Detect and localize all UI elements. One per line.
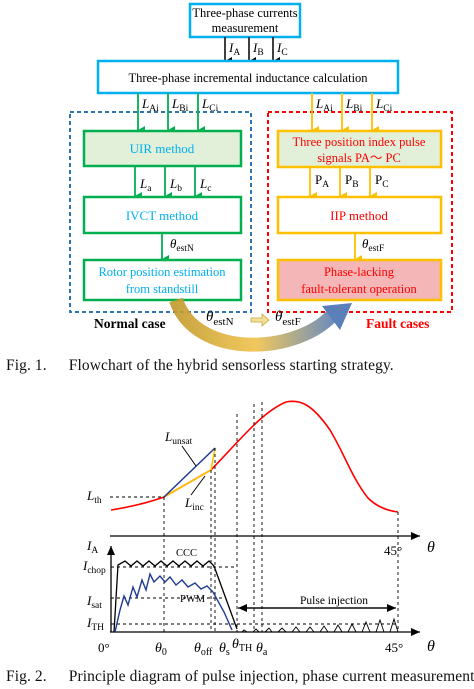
transition-arrowhead [322,303,352,330]
pwm-waveform [114,571,233,633]
inductance-calculation-box [96,59,400,95]
fault-case-label: Fault cases [366,316,429,331]
ith-label: ITH [86,615,104,633]
theta-estn-label: θestN [170,236,194,254]
theta-s-label: θs [219,641,230,658]
inductance-label-c-right: LCi [375,96,393,114]
l-unsat-leader [181,445,197,467]
current-diagram: θ IA Ichop Isat ITH CCC PWM Pulse inject… [82,538,435,658]
l-inc-label: Linc [184,495,204,513]
ivct-method-box [82,195,243,235]
pulse-line2: signals PA〜 PC [317,151,401,165]
x-label-45deg-bottom: 45° [385,640,403,655]
normal-case-container [69,111,252,313]
x-label-0deg: 0° [98,640,110,655]
la-label: La [139,176,152,194]
pulse-line1: Three position index pulse [293,135,426,149]
theta0-label: θ0 [155,641,167,658]
figure2-caption: Fig. 2. Principle diagram of pulse inject… [6,668,474,686]
transition-theta-n: θestN [206,309,234,328]
ccc-waveform [113,560,238,633]
ia-label: IA [86,538,98,556]
bottom-theta-label: θ [427,638,435,655]
inductance-label-b-left: LBi [171,96,189,114]
iip-method-text: IIP method [330,208,388,223]
normal-case-label: Normal case [94,316,166,331]
pulse-signals-box [276,129,443,169]
flowchart: Three-phase currents measurement IA IB I… [69,2,453,352]
l-inc-leader [190,475,206,496]
isat-label: Isat [86,593,102,611]
figure2-caption-text: Principle diagram of pulse injection, ph… [68,668,474,685]
measurement-line1: Three-phase currents [192,6,297,20]
figure1-caption-number: Fig. 1. [6,357,47,374]
inductance-label-c-left: LCi [201,96,219,114]
phase-line2: fault-tolerant operation [301,282,417,296]
theta-estf-label: θestF [362,236,384,254]
theta-th-label: θTH [232,637,252,654]
currents-measurement-box [188,2,302,39]
pa-label: PA [315,172,329,190]
calculation-text: Three-phase incremental inductance calcu… [128,71,368,85]
theta-a-label: θa [256,641,268,658]
transition-small-arrow [250,313,270,327]
inductance-label-a-right: LAi [315,96,333,114]
theta-off-label: θoff [194,641,213,658]
current-label-c: IC [276,40,288,58]
inductance-label-a-left: LAi [141,96,159,114]
current-label-b: IB [252,40,264,58]
inductance-diagram: θ Lunsat Linc Lth [86,400,435,556]
transition-arc [169,297,341,352]
lc-label: Lc [199,176,211,194]
guide-lines [163,402,399,632]
uir-method-box [82,129,243,168]
rotor-line1: Rotor position estimation [98,265,226,279]
ichop-label: Ichop [82,558,106,576]
pwm-label: PWM [180,594,206,605]
inductance-label-b-right: LBi [345,96,363,114]
transition-theta-f: θestF [275,309,301,328]
unsat-inductance-line [163,447,216,498]
current-label-a: IA [228,40,240,58]
rotor-position-box [82,258,243,302]
l-unsat-label: Lunsat [164,429,193,447]
phase-line1: Phase-lacking [324,265,395,279]
phase-lacking-box [276,258,443,302]
figure2-caption-number: Fig. 2. [6,668,47,685]
pc-label: PC [375,172,389,190]
pulse-train [241,617,399,633]
ivct-method-text: IVCT method [126,208,199,223]
iip-method-box [276,195,443,235]
fault-case-container [267,111,453,313]
x-label-45deg-top: 45° [384,543,402,558]
lb-label: Lb [169,176,182,194]
top-theta-label: θ [427,539,435,556]
figure1-caption: Fig. 1. Flowchart of the hybrid sensorles… [6,357,394,375]
figure1-caption-text: Flowchart of the hybrid sensorless start… [68,357,394,374]
rotor-line2: from standstill [126,282,199,296]
measurement-line2: measurement [212,21,279,35]
ccc-label: CCC [176,548,197,559]
inductance-curve [110,400,399,513]
uir-method-text: UIR method [130,141,195,156]
pulse-injection-label: Pulse injection [300,595,368,607]
l-th-label: Lth [86,488,102,506]
pb-label: PB [345,172,359,190]
